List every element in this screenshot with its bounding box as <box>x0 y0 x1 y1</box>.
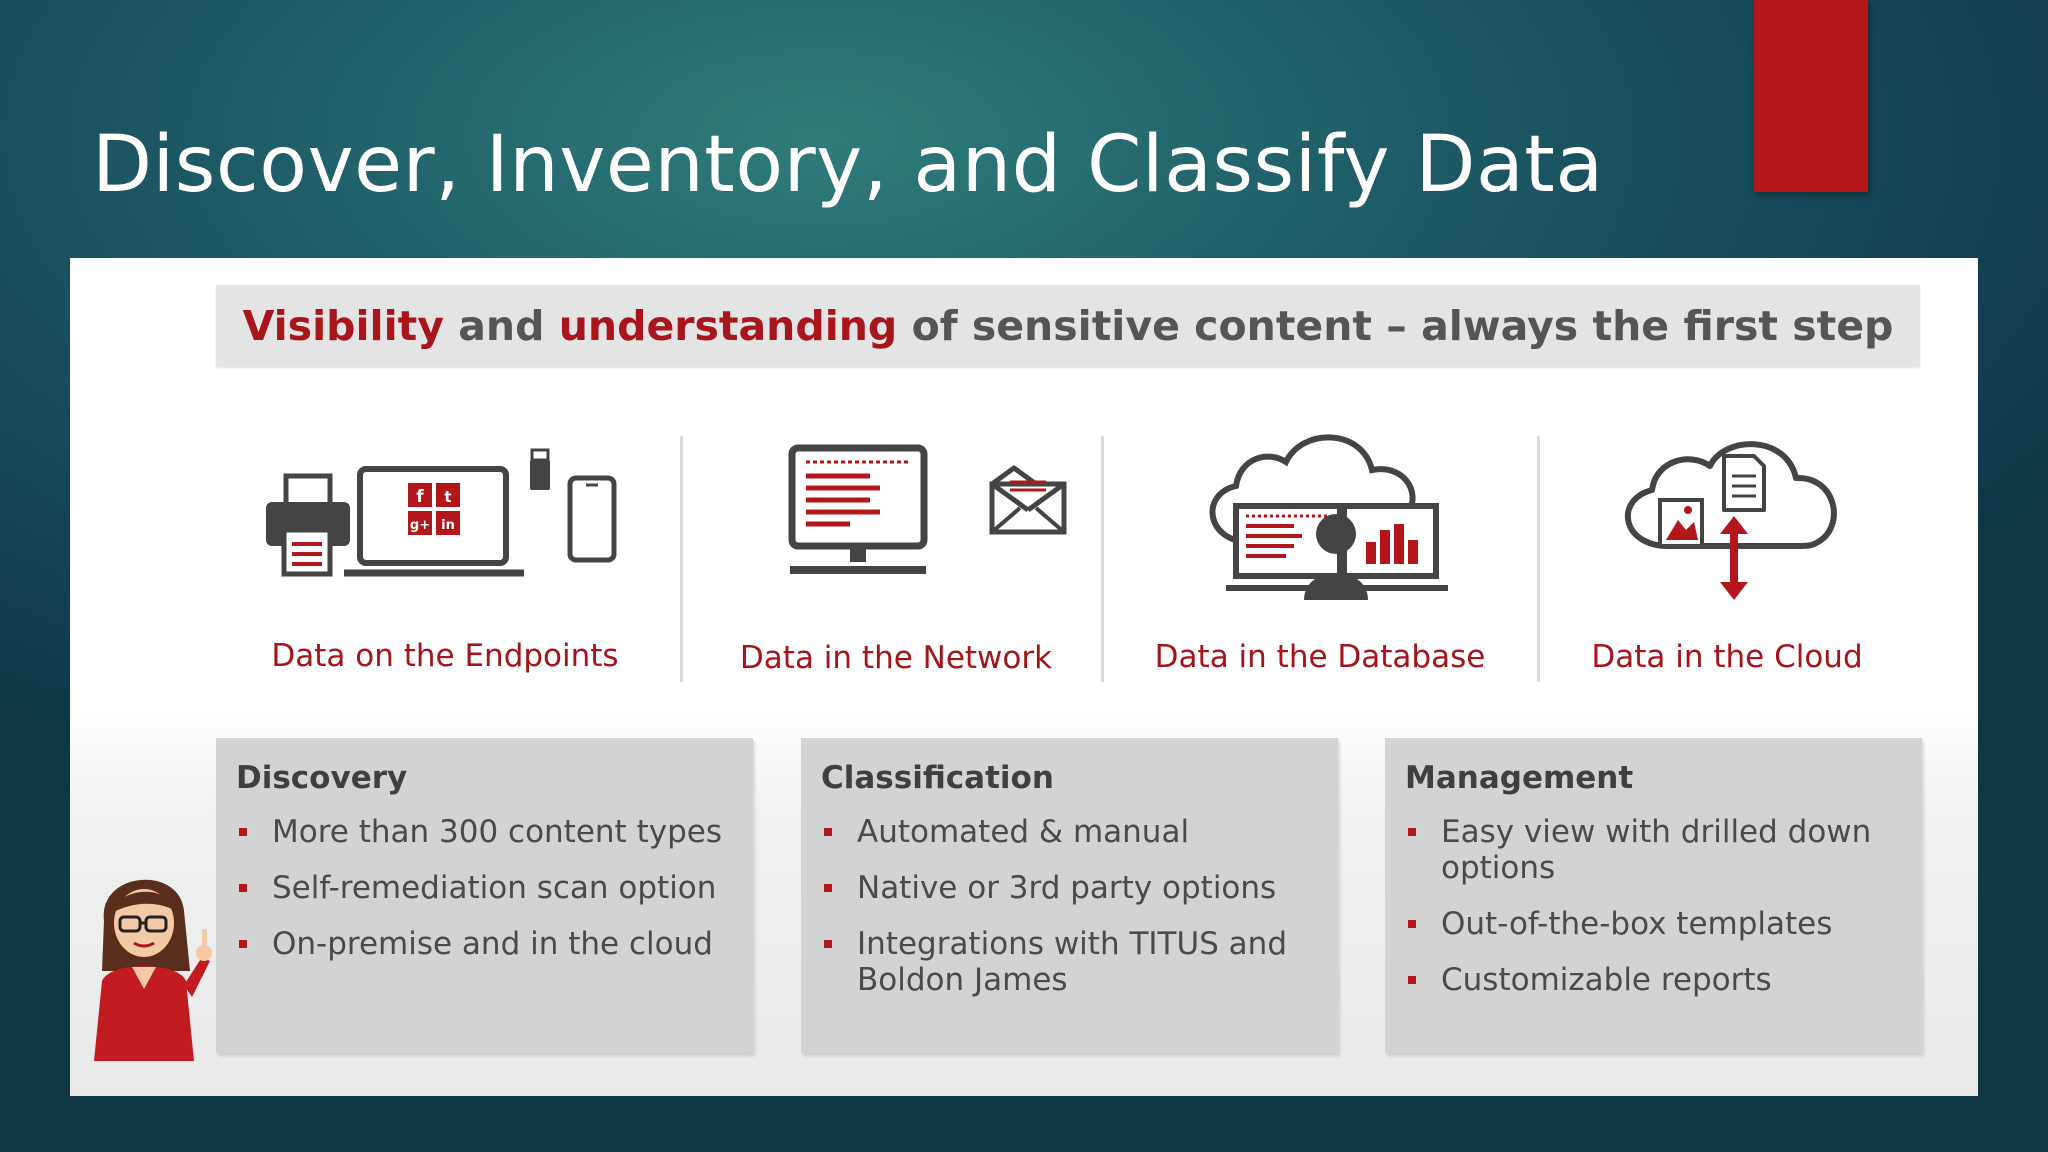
bullet-list: More than 300 content types Self-remedia… <box>236 814 733 962</box>
monitor-icon <box>788 444 928 574</box>
usb-drive-icon <box>530 448 550 490</box>
management-card: Management Easy view with drilled down o… <box>1385 738 1922 1053</box>
cloud-storage-icon <box>1624 441 1837 600</box>
red-corner-tab <box>1754 0 1868 192</box>
endpoints-devices-icon: f t g+ in <box>266 448 617 577</box>
svg-text:f: f <box>416 487 424 507</box>
list-item: Out-of-the-box templates <box>1405 906 1902 942</box>
list-item: On-premise and in the cloud <box>236 926 733 962</box>
discovery-card: Discovery More than 300 content types Se… <box>216 738 753 1053</box>
classification-card: Classification Automated & manual Native… <box>801 738 1338 1053</box>
category-label-database: Data in the Database <box>1154 639 1486 675</box>
list-item: More than 300 content types <box>236 814 733 850</box>
category-label-endpoints: Data on the Endpoints <box>271 638 619 674</box>
category-divider <box>680 436 683 682</box>
category-label-cloud: Data in the Cloud <box>1591 639 1863 675</box>
category-divider <box>1537 436 1540 682</box>
content-panel: Visibility and understanding of sensitiv… <box>70 258 1978 1096</box>
svg-text:g+: g+ <box>410 518 430 533</box>
list-item: Easy view with drilled down options <box>1405 814 1902 886</box>
slide-title: Discover, Inventory, and Classify Data <box>92 120 1604 210</box>
database-cloud-icon <box>1209 434 1448 600</box>
sync-arrow-icon <box>1720 516 1748 600</box>
smartphone-icon <box>567 475 617 563</box>
bullet-list: Automated & manual Native or 3rd party o… <box>821 814 1318 998</box>
headline-and: and <box>443 301 559 350</box>
headline-rest: of sensitive content – always the first … <box>897 301 1894 350</box>
svg-text:in: in <box>441 518 455 533</box>
card-title: Management <box>1405 760 1634 796</box>
card-title: Discovery <box>236 760 408 796</box>
cloud-outline-icon <box>1209 434 1416 545</box>
list-item: Automated & manual <box>821 814 1318 850</box>
bullet-list: Easy view with drilled down options Out-… <box>1405 814 1902 998</box>
category-label-network: Data in the Network <box>739 640 1053 676</box>
list-item: Native or 3rd party options <box>821 870 1318 906</box>
list-item: Customizable reports <box>1405 962 1902 998</box>
document-file-icon <box>1722 454 1766 512</box>
card-title: Classification <box>821 760 1054 796</box>
workstation-icon <box>1226 503 1448 600</box>
list-item: Self-remediation scan option <box>236 870 733 906</box>
network-monitor-icon <box>788 444 1067 574</box>
laptop-icon: f t g+ in <box>344 466 524 577</box>
headline-bar: Visibility and understanding of sensitiv… <box>216 285 1920 366</box>
presenter-mascot-icon <box>94 879 212 1061</box>
headline-visibility: Visibility <box>242 301 444 350</box>
list-item: Integrations with TITUS and Boldon James <box>821 926 1318 998</box>
headline-understanding: understanding <box>558 301 898 350</box>
category-divider <box>1101 436 1104 682</box>
printer-icon <box>266 473 350 577</box>
envelope-icon <box>989 465 1067 535</box>
image-file-icon <box>1658 498 1704 548</box>
svg-text:t: t <box>444 488 451 506</box>
